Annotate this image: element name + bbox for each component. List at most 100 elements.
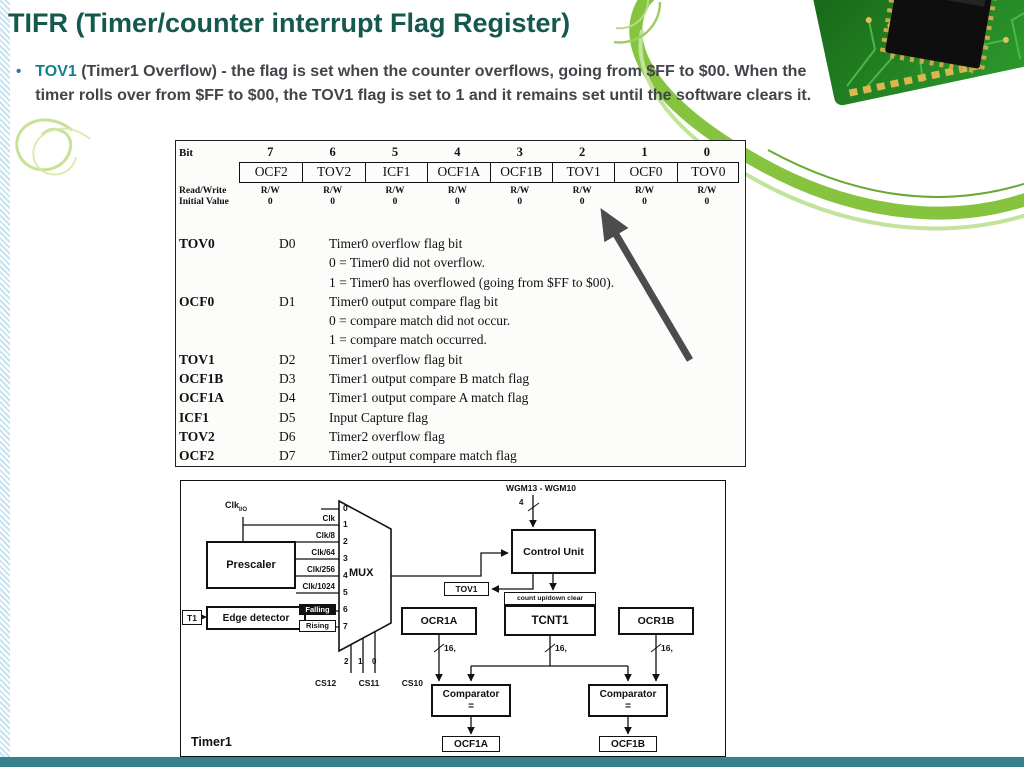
rw-value: R/W bbox=[572, 186, 592, 196]
mux-select-number: 0 bbox=[372, 657, 377, 666]
bit-number: 5 bbox=[391, 145, 399, 159]
tifr-register-table: Bit 7 6 5 4 3 2 1 0 OCF2 TOV2 ICF1 OCF1A… bbox=[175, 140, 746, 467]
mux-select-number: 1 bbox=[358, 657, 363, 666]
register-cell: ICF1 bbox=[364, 163, 427, 182]
ocr1a-label: OCR1A bbox=[420, 615, 458, 627]
ocf1a-box: OCF1A bbox=[442, 736, 500, 752]
comparator-a-box: Comparator = bbox=[431, 684, 511, 717]
bus-width-16-tcnt: 16, bbox=[555, 643, 567, 653]
initial-value: 0 bbox=[517, 197, 523, 207]
bit-label: Bit bbox=[179, 146, 194, 159]
bullet-marker: • bbox=[16, 63, 22, 80]
clk-io-subscript: I/O bbox=[239, 506, 248, 513]
rising-label: Rising bbox=[299, 620, 336, 632]
bus-width-16-a: 16, bbox=[444, 643, 456, 653]
control-unit-box: Control Unit bbox=[511, 529, 596, 574]
initial-value: 0 bbox=[267, 197, 273, 207]
wgm-bus-width: 4 bbox=[519, 498, 524, 507]
bit-name: OCF1B bbox=[179, 371, 224, 387]
mux-input-number: 0 bbox=[343, 503, 348, 513]
ocr1b-label: OCR1B bbox=[637, 615, 675, 627]
edge-detector-label: Edge detector bbox=[222, 612, 290, 624]
ocf1b-label: OCF1B bbox=[611, 738, 645, 750]
timer1-caption: Timer1 bbox=[191, 735, 232, 749]
register-cell: TOV2 bbox=[302, 163, 364, 182]
bit-descriptions: TOV0 D0 Timer0 overflow flag bit 0 = Tim… bbox=[179, 234, 745, 466]
ocf1a-label: OCF1A bbox=[454, 738, 488, 750]
circuit-board-image bbox=[804, 0, 1024, 106]
clk-io-label: ClkI/O bbox=[225, 500, 247, 513]
bottom-teal-bar bbox=[0, 757, 1024, 767]
mux-input-number: 2 bbox=[343, 536, 348, 546]
bit-name: TOV1 bbox=[179, 351, 215, 367]
bit-name: OCF1A bbox=[179, 390, 224, 406]
comparator-b-label: Comparator bbox=[599, 688, 657, 700]
bit-number: 0 bbox=[703, 145, 711, 159]
register-cell: TOV0 bbox=[676, 163, 739, 182]
cs12-label: CS12 bbox=[315, 678, 337, 688]
bit-number: 1 bbox=[641, 145, 648, 159]
clk64-line-label: Clk/64 bbox=[311, 548, 335, 557]
bit-code: D4 bbox=[279, 390, 296, 406]
bit-number: 4 bbox=[454, 145, 461, 159]
comparator-b-eq: = bbox=[625, 700, 631, 712]
desc-line: 0 = Timer0 did not overflow. bbox=[329, 255, 485, 271]
desc-line: Timer1 overflow flag bit bbox=[329, 351, 463, 367]
bit-code: D3 bbox=[279, 371, 296, 387]
comparator-b-box: Comparator = bbox=[588, 684, 668, 717]
mux-input-number: 1 bbox=[343, 519, 348, 529]
wgm-label: WGM13 - WGM10 bbox=[506, 483, 576, 493]
bit-description-row: ICF1 D5 Input Capture flag bbox=[179, 408, 745, 427]
tcnt1-box: TCNT1 bbox=[504, 605, 596, 636]
desc-line: Input Capture flag bbox=[329, 409, 428, 425]
rw-value: R/W bbox=[635, 186, 655, 196]
register-cell: OCF1A bbox=[427, 163, 489, 182]
bit-name: OCF2 bbox=[179, 448, 215, 464]
bit-description-row: OCF2 D7 Timer2 output compare match flag bbox=[179, 446, 745, 465]
bit-desc-lines: Timer0 overflow flag bit 0 = Timer0 did … bbox=[329, 234, 745, 292]
clk-io-text: Clk bbox=[225, 500, 240, 510]
cs10-label: CS10 bbox=[401, 678, 423, 688]
bit-number-row: Bit 7 6 5 4 3 2 1 0 bbox=[179, 145, 745, 160]
mux-input-number: 3 bbox=[343, 553, 348, 563]
bit-number: 6 bbox=[329, 145, 336, 159]
rw-value: R/W bbox=[323, 186, 343, 196]
clk256-line-label: Clk/256 bbox=[306, 565, 335, 574]
mux-label: MUX bbox=[349, 567, 374, 579]
bit-name: OCF0 bbox=[179, 293, 215, 309]
ic-chip bbox=[879, 0, 1001, 75]
bullet-body: (Timer1 Overflow) - the flag is set when… bbox=[35, 63, 812, 104]
register-cell: OCF0 bbox=[614, 163, 676, 182]
diagram-wires bbox=[198, 495, 662, 735]
mux-input-number: 6 bbox=[343, 604, 348, 614]
edge-detector-box: Edge detector bbox=[206, 606, 306, 630]
bit-description-row: OCF0 D1 Timer0 output compare flag bit 0… bbox=[179, 292, 745, 350]
read-write-label: Read/Write bbox=[179, 186, 227, 196]
register-cells-row: OCF2 TOV2 ICF1 OCF1A OCF1B TOV1 OCF0 TOV… bbox=[239, 162, 740, 183]
read-write-row: Read/Write R/W R/W R/W R/W R/W R/W R/W R… bbox=[179, 186, 745, 197]
swirl-arc-2 bbox=[615, 0, 650, 30]
falling-label: Falling bbox=[299, 604, 336, 615]
desc-line: Timer2 output compare match flag bbox=[329, 448, 517, 464]
desc-line: 0 = compare match did not occur. bbox=[329, 313, 511, 329]
comparator-a-eq: = bbox=[468, 700, 474, 712]
bit-code: D5 bbox=[279, 409, 296, 425]
initial-value: 0 bbox=[454, 197, 460, 207]
bit-description-row: OCF1B D3 Timer1 output compare B match f… bbox=[179, 369, 745, 388]
green-swirl-thin bbox=[767, 149, 1024, 198]
mux-select-number: 2 bbox=[344, 657, 349, 666]
bus-width-16-b: 16, bbox=[661, 643, 673, 653]
rw-value: R/W bbox=[385, 186, 405, 196]
bit-number: 7 bbox=[267, 145, 274, 159]
prescaler-label: Prescaler bbox=[226, 559, 276, 571]
bit-code: D7 bbox=[279, 448, 296, 464]
bit-desc-lines: Timer0 output compare flag bit 0 = compa… bbox=[329, 292, 745, 350]
mux-input-number: 5 bbox=[343, 587, 348, 597]
bit-name: TOV2 bbox=[179, 428, 215, 444]
bit-code: D0 bbox=[279, 236, 296, 251]
bullet-item: • TOV1 (Timer1 Overflow) - the flag is s… bbox=[16, 60, 828, 108]
clk8-line-label: Clk/8 bbox=[315, 531, 335, 540]
left-stripe-band bbox=[0, 0, 10, 757]
control-unit-label: Control Unit bbox=[523, 545, 584, 558]
timer1-block-diagram: ClkI/O Prescaler T1 Edge detector 0 1 2 … bbox=[180, 480, 726, 757]
